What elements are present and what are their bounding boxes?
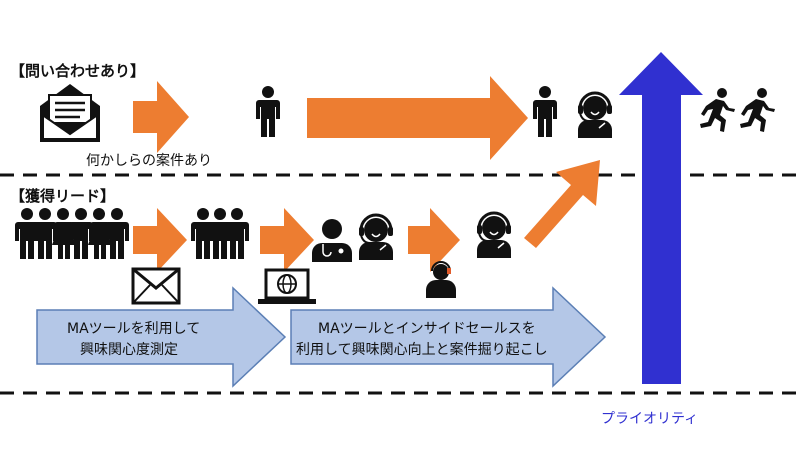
- person-icon: [533, 86, 557, 137]
- open-envelope-icon: [40, 84, 100, 142]
- mail-icon: [131, 267, 181, 305]
- arrow-top-1: [133, 81, 189, 153]
- priority-label: プライオリティ: [601, 411, 698, 427]
- ma-banner-right-line2: 利用して興味関心向上と案件掘り起こし: [296, 341, 548, 358]
- person-icon: [256, 86, 280, 137]
- arrow-top-long: [307, 76, 528, 160]
- doctor-icon: [312, 219, 352, 262]
- laptop-globe-icon: [258, 268, 316, 304]
- headset-operator-icon: [576, 91, 614, 140]
- ma-banner-right: [290, 286, 607, 388]
- headset-operator-icon: [475, 211, 513, 260]
- priority-arrow: [619, 52, 703, 384]
- arrow-leads-1: [133, 208, 187, 272]
- inquiry-caption: 何かしらの案件あり: [86, 152, 212, 169]
- ma-banner-left-line2: 興味関心度測定: [80, 342, 178, 358]
- headset-operator-icon: [357, 213, 395, 262]
- running-person-icon: [700, 88, 735, 132]
- arrow-diagonal: [524, 160, 600, 248]
- inquiry-section-title: 【問い合わせあり】: [10, 62, 145, 80]
- support-agent-icon: [426, 261, 456, 298]
- arrow-leads-3: [408, 208, 460, 272]
- leads-section-title: 【獲得リード】: [10, 187, 115, 205]
- running-person-icon: [740, 88, 775, 132]
- group-of-people-icon: [191, 208, 249, 259]
- arrow-leads-2: [260, 208, 314, 272]
- ma-banner-right-line1: MAツールとインサイドセールスを: [318, 321, 536, 337]
- ma-banner-left: [36, 286, 287, 388]
- group-of-people-icon: [15, 208, 129, 259]
- ma-banner-left-line1: MAツールを利用して: [67, 321, 200, 337]
